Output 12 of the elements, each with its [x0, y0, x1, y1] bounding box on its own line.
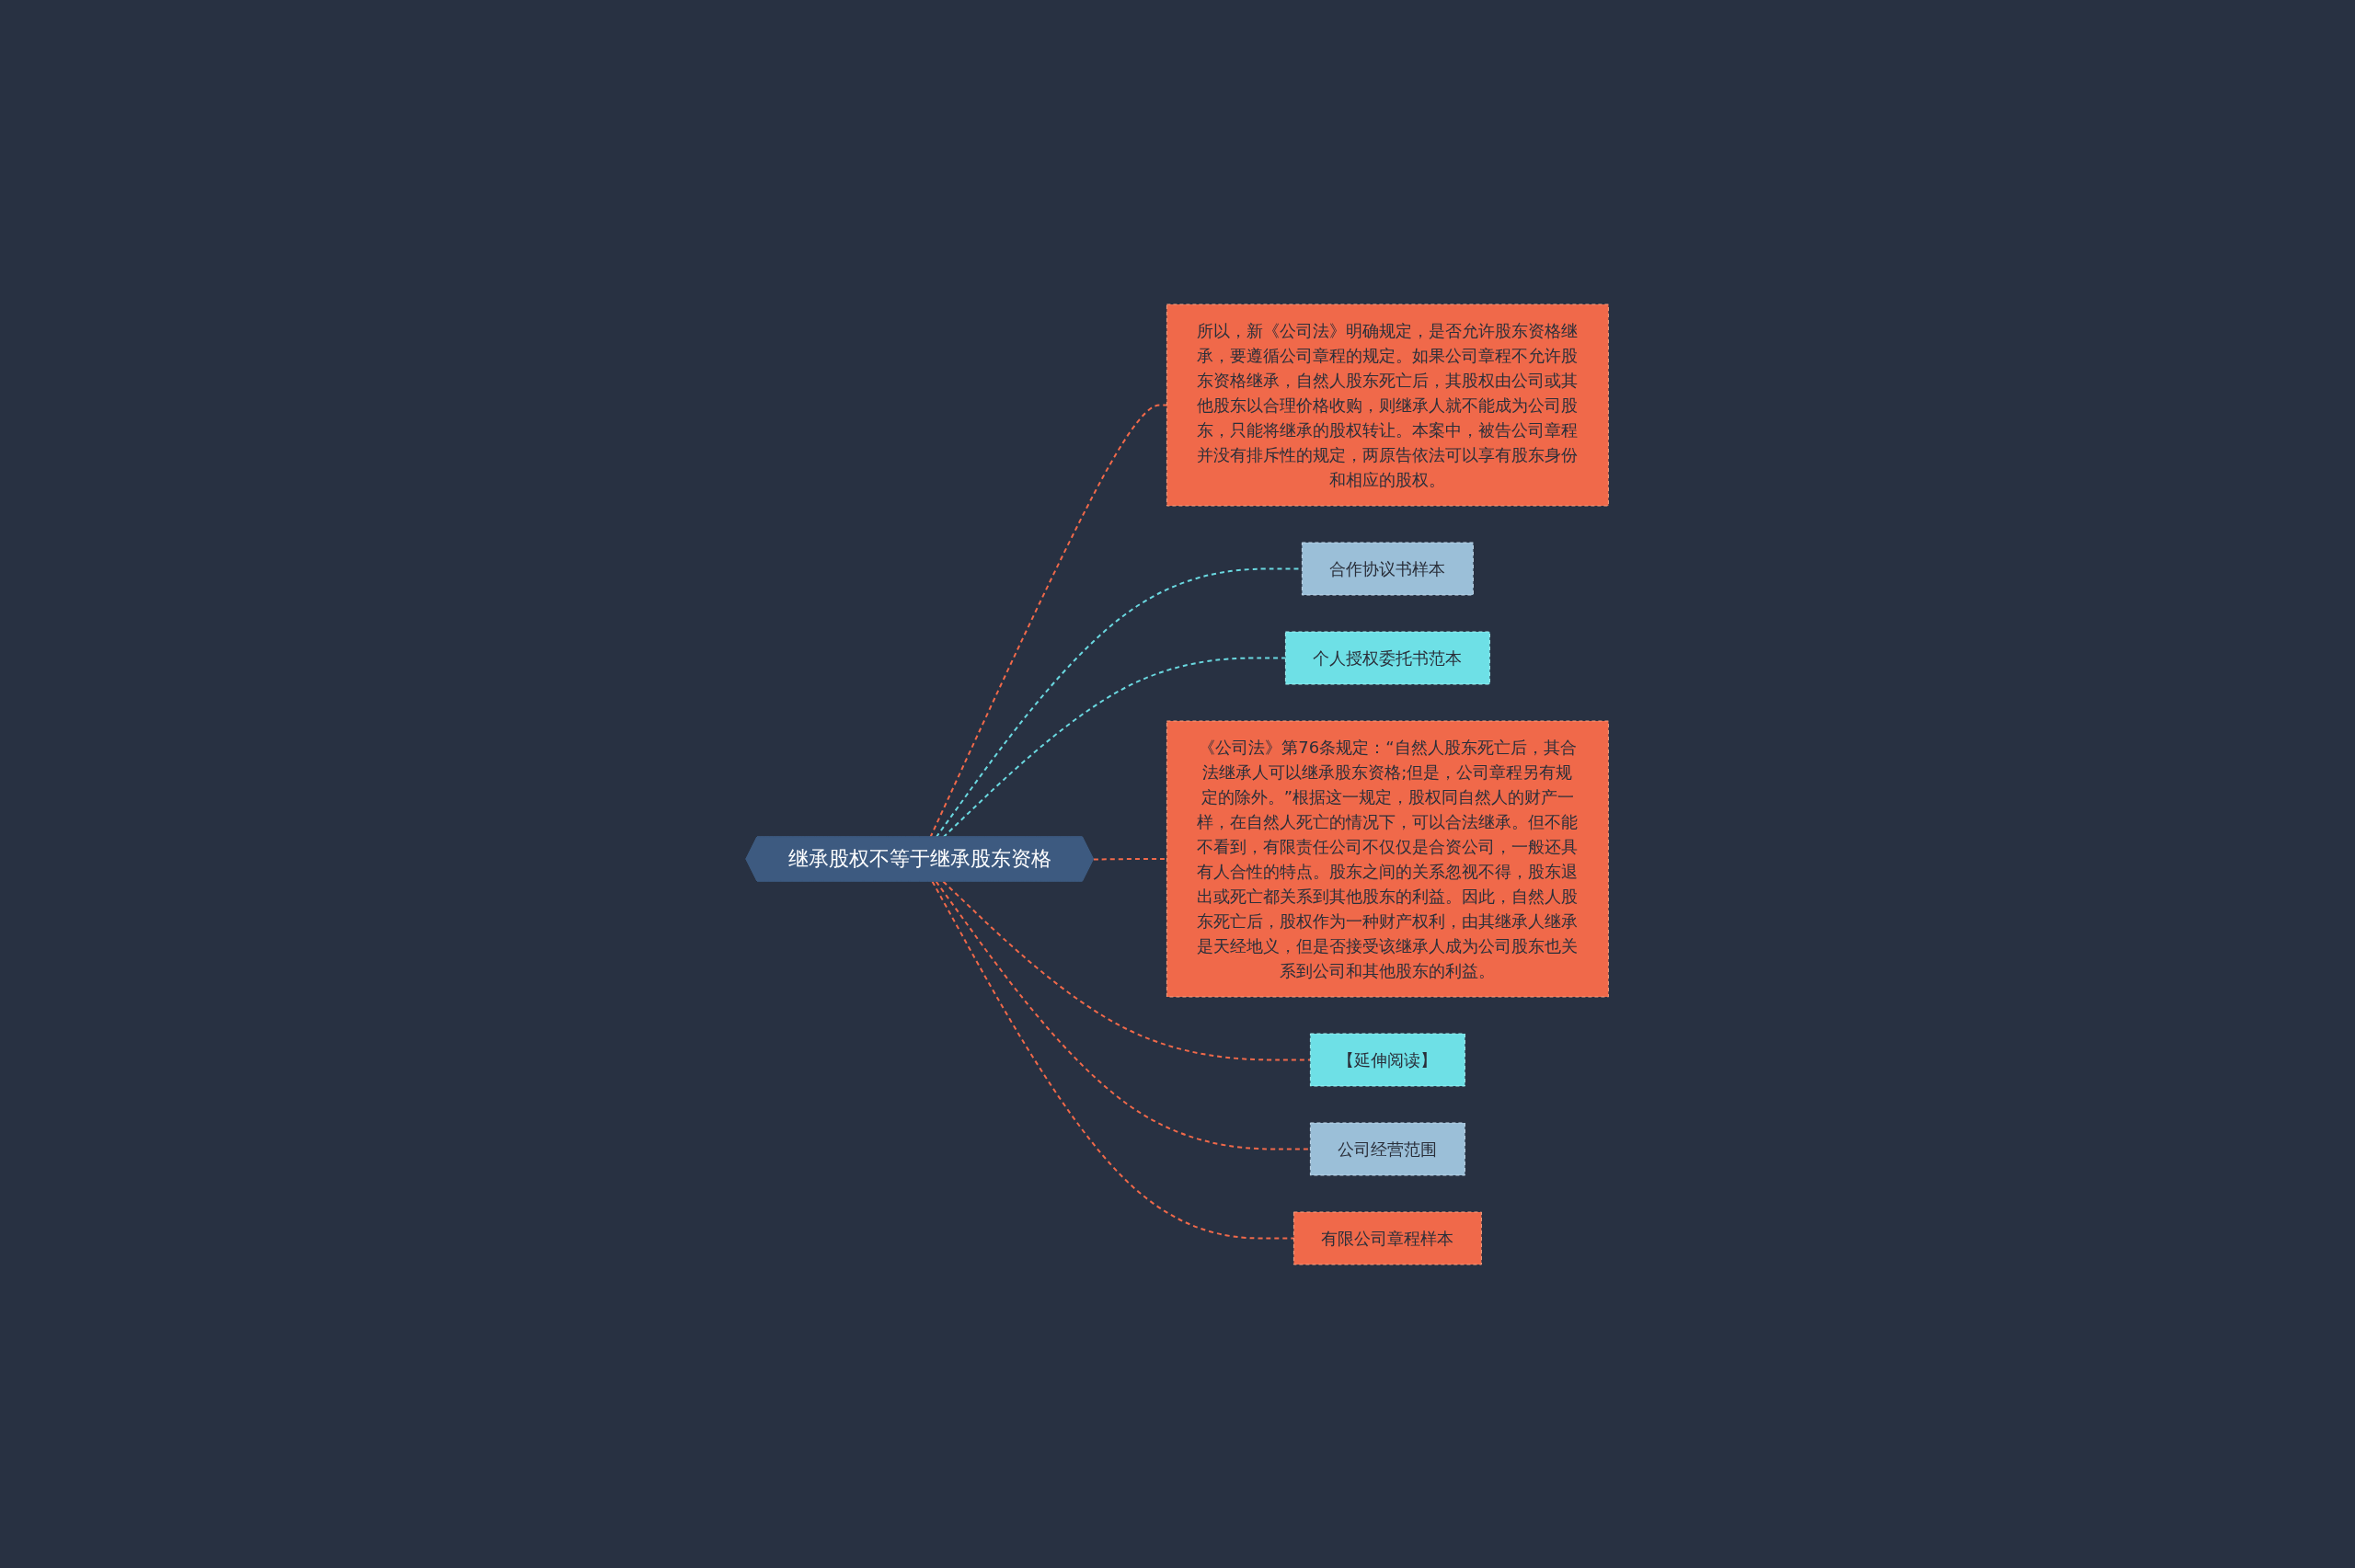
node-box: 合作协议书样本	[1302, 542, 1475, 595]
connector	[929, 404, 1168, 838]
node-box: 个人授权委托书范本	[1285, 631, 1491, 684]
connector	[942, 880, 1312, 1060]
node-box: 有限公司章程样本	[1293, 1211, 1483, 1265]
node-box: 【延伸阅读】	[1310, 1033, 1466, 1086]
connector	[931, 880, 1295, 1239]
node-box: 公司经营范围	[1310, 1122, 1466, 1175]
node-box: 所以，新《公司法》明确规定，是否允许股东资格继承，要遵循公司章程的规定。如果公司章程不允许股东资格继承，自然人股东死亡后，其股权由公司或其他股东以合理价格收购，则继承人就不能成为公司股东，只能将继承的股权转让。本案中，被告公司章程并没有排斥性的规定，两原告依法可以享有股东身份和相应的股权。	[1166, 303, 1610, 506]
connector	[942, 657, 1287, 838]
node-box: 《公司法》第76条规定：“自然人股东死亡后，其合法继承人可以继承股东资格;但是，公司章程另有规定的除外。”根据这一规定，股权同自然人的财产一样，在自然人死亡的情况下，可以合法继承。但不能不看到，有限责任公司不仅仅是合资公司，一般还具有人合性的特点。股东之间的关系忽视不得，股东退出或死亡都关系到其他股东的利益。因此，自然人股东死亡后，股权作为一种财产权利，由其继承人继承是天经地义，但是否接受该继承人成为公司股东也关系到公司和其他股东的利益。	[1166, 720, 1610, 997]
connector	[935, 880, 1312, 1150]
